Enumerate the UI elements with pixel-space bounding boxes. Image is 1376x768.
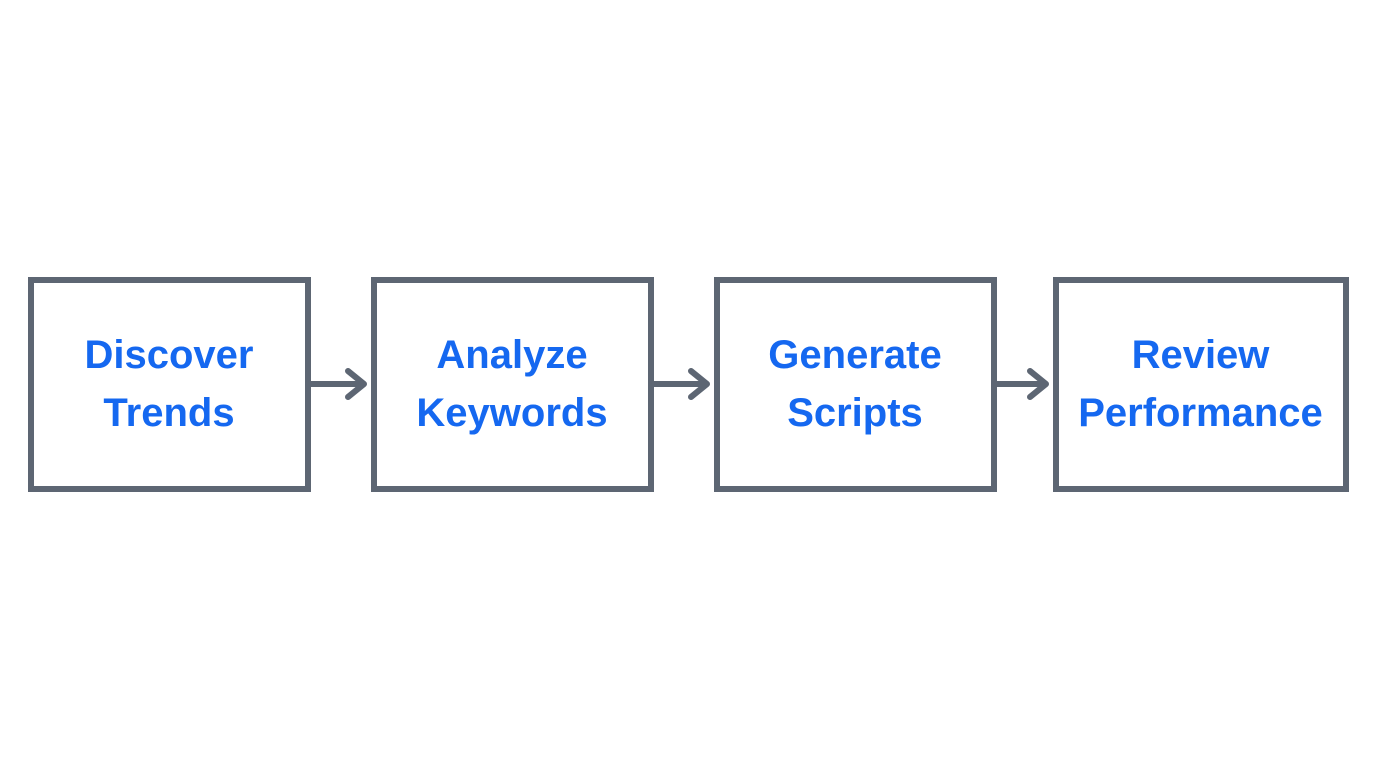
step-label-line: Performance (1078, 391, 1323, 435)
flow-step-discover-trends: Discover Trends (27, 276, 311, 492)
step-label-line: Discover (84, 333, 254, 377)
arrow-right-icon (996, 368, 1049, 400)
flow-step-review-performance: Review Performance (1052, 276, 1349, 492)
step-label-line: Generate (768, 333, 942, 377)
arrow-right-icon (653, 368, 710, 400)
flow-step-generate-scripts: Generate Scripts (713, 276, 997, 492)
step-label-line: Scripts (787, 391, 923, 435)
step-label-line: Analyze (436, 333, 588, 377)
arrow-right-icon (310, 368, 367, 400)
step-label-line: Keywords (416, 391, 608, 435)
step-label-line: Review (1131, 333, 1270, 377)
step-label-line: Trends (103, 391, 235, 435)
flow-step-analyze-keywords: Analyze Keywords (370, 276, 654, 492)
flowchart: Discover Trends Analyze Keywords Generat… (27, 276, 1349, 492)
